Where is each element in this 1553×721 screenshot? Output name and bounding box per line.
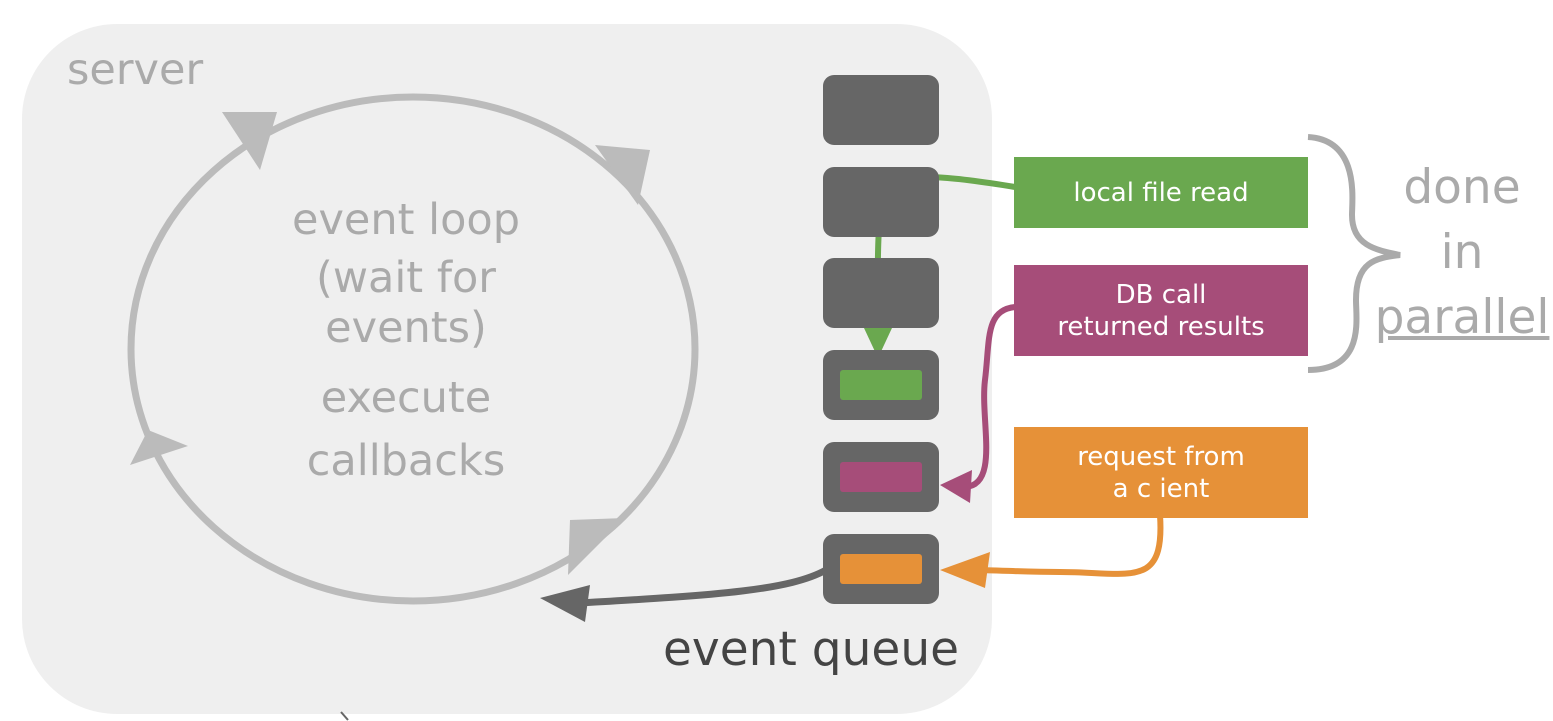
queue-slot-empty [823,75,939,145]
event-queue-label: event queue [663,622,960,677]
green-arrowhead [864,328,892,358]
orange-callback-chip [840,554,922,584]
orange-arrowhead [940,552,990,588]
queue-slot-purple [823,442,939,512]
client-request-label-line1: request from [1077,441,1245,472]
event-loop-subtitle: (wait for events) [316,253,496,353]
event-loop-title: event loop [292,195,520,245]
queue-slot-green [823,350,939,420]
local-file-read-tag: local file read [1014,157,1308,228]
local-file-read-label: local file read [1073,177,1249,208]
event-loop-circle [127,93,699,605]
purple-callback-chip [840,462,922,492]
loop-arrow-top-left [222,112,277,170]
server-label: server [67,45,204,95]
parallel-brace [1307,134,1401,373]
queue-slot-orange [823,534,939,604]
purple-arrow [964,304,1016,490]
execute-label: execute [320,373,492,423]
callbacks-label: callbacks [306,436,506,486]
loop-arrow-bottom-right [568,518,625,575]
db-call-tag: DB call returned results [1014,265,1308,356]
orange-arrow [967,514,1164,577]
client-request-label-line2: a c ient [1112,473,1210,504]
stray-mark [340,711,349,721]
queue-slot-empty [823,167,939,237]
loop-arrow-bottom-left [130,430,188,465]
dispatch-arrowhead [540,585,590,622]
in-label: in [1440,225,1484,280]
parallel-label: parallel [1374,290,1550,345]
purple-arrowhead [940,470,972,503]
db-call-label-line1: DB call [1115,279,1207,310]
db-call-label-line2: returned results [1057,311,1265,342]
green-callback-chip [840,370,922,400]
loop-arrow-top-right [595,145,650,205]
queue-slot-empty [823,258,939,328]
done-label: done [1403,160,1521,215]
client-request-tag: request from a c ient [1014,427,1308,518]
dispatch-arrow [579,566,828,607]
